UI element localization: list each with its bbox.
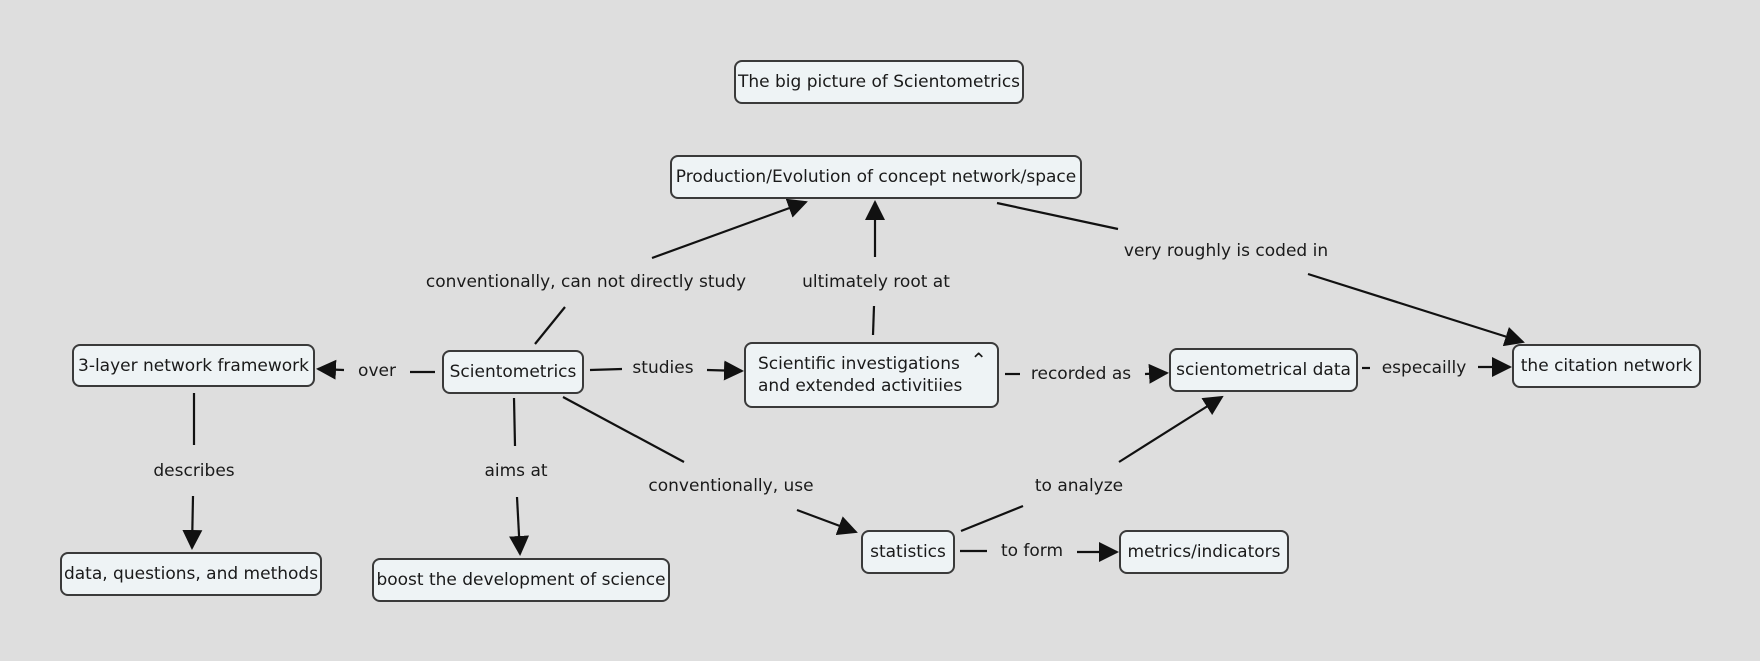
edge-sci-to-studies [589,367,623,372]
node-framework-text: 3-layer network framework [78,355,309,376]
node-framework[interactable]: 3-layer network framework [72,344,315,387]
node-scientometrical-data[interactable]: scientometrical data [1169,348,1358,392]
edge-sci-to-aimsat [512,397,517,447]
edge-over-to-framework [316,359,345,380]
node-title-text: The big picture of Scientometrics [737,72,1021,92]
node-boost[interactable]: boost the development of science [372,558,670,602]
node-production[interactable]: Production/Evolution of concept network/… [670,155,1082,199]
edge-sci-to-notstudy [534,306,566,345]
node-boost-text: boost the development of science [376,570,666,590]
node-statistics-text: statistics [870,542,946,562]
edge-sci-to-use [562,396,685,463]
label-especailly: especailly [1381,358,1467,378]
edge-recorded-to-data [1144,363,1169,384]
label-over: over [358,361,396,381]
label-aims-at: aims at [484,461,548,481]
label-studies: studies [632,358,694,378]
edge-production-to-codedin [996,201,1119,231]
edge-describes-to-dqm [182,495,203,550]
label-coded-in: very roughly is coded in [1123,241,1329,261]
node-scientometrical-data-text: scientometrical data [1176,360,1351,380]
node-investigations-line2: and extended activitiies [758,376,963,396]
node-scientometrics[interactable]: Scientometrics [442,350,584,394]
edge-analyze-to-data [1118,395,1224,463]
node-data-questions-methods[interactable]: data, questions, and methods [60,552,322,596]
node-statistics[interactable]: statistics [861,530,955,574]
node-metrics[interactable]: metrics/indicators [1119,530,1289,574]
node-data-questions-methods-text: data, questions, and methods [63,564,319,584]
label-to-analyze: to analyze [1034,476,1124,496]
label-recorded-as: recorded as [1030,364,1132,384]
label-use: conventionally, use [648,476,814,496]
edge-codedin-to-citation [1307,272,1525,347]
edge-notstudy-to-production [651,198,808,260]
edge-inv-to-rootat [871,305,876,336]
edge-studies-to-inv [706,360,744,381]
node-investigations-line1: Scientific investigations [758,354,960,374]
node-investigations[interactable]: Scientific investigations and extended a… [744,342,999,408]
node-metrics-text: metrics/indicators [1127,542,1281,562]
caret-up-icon[interactable]: ⌃ [970,348,987,372]
label-to-form: to form [1000,541,1064,561]
node-title[interactable]: The big picture of Scientometrics [734,60,1024,104]
edge-aimsat-to-boost [509,496,530,556]
edge-statistics-to-analyze [960,504,1024,533]
label-not-study: conventionally, can not directly study [425,272,747,292]
node-scientometrics-text: Scientometrics [449,362,577,382]
node-citation-network-text: the citation network [1520,356,1693,376]
node-production-text: Production/Evolution of concept network/… [675,167,1077,187]
label-describes: describes [153,461,235,481]
label-root-at: ultimately root at [802,272,950,292]
edge-use-to-statistics [796,508,858,536]
node-citation-network[interactable]: the citation network [1512,344,1701,388]
